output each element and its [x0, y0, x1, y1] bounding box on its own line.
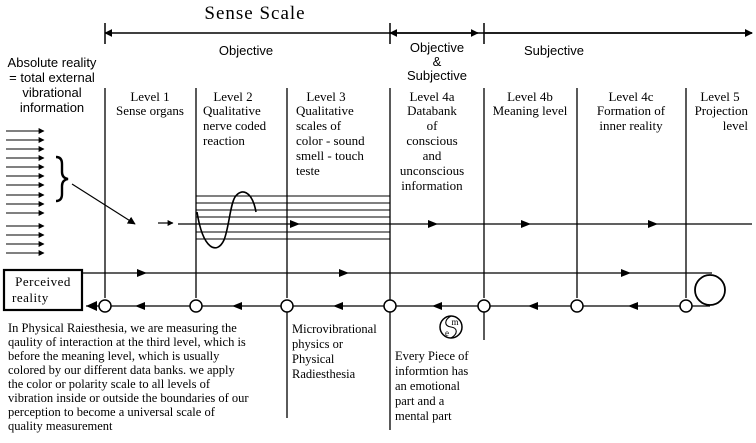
- level-4c-label: Level 4c Formation of inner reality: [597, 89, 666, 133]
- svg-text:an emotional: an emotional: [395, 379, 460, 393]
- svg-text:quality measurement: quality measurement: [8, 419, 113, 433]
- svg-text:scales of: scales of: [296, 118, 342, 133]
- svg-text:Databank: Databank: [407, 103, 457, 118]
- svg-text:physics or: physics or: [292, 337, 344, 351]
- level-3-label: Level 3 Qualitative scales of color - so…: [296, 89, 365, 178]
- svg-text:the color or polarity scale to: the color or polarity scale to all level…: [8, 377, 211, 391]
- microvibrational-note: Microvibrational physics or Physical Rad…: [292, 322, 377, 381]
- level-2-label: Level 2 Qualitative nerve coded reaction: [203, 89, 267, 148]
- intro-line-3: vibrational: [22, 85, 81, 100]
- svg-text:color - sound: color - sound: [296, 133, 365, 148]
- intro-line-1: Absolute reality: [8, 55, 97, 70]
- svg-text:Formation of: Formation of: [597, 103, 666, 118]
- svg-text:Physical: Physical: [292, 352, 335, 366]
- svg-text:Level 4c: Level 4c: [608, 89, 653, 104]
- below-node-dividers: [286, 312, 485, 418]
- svg-text:Every Piece of: Every Piece of: [395, 349, 469, 363]
- svg-text:nerve coded: nerve coded: [203, 118, 267, 133]
- svg-text:Radiesthesia: Radiesthesia: [292, 367, 356, 381]
- incoming-vibration-arrows: [6, 128, 45, 256]
- loop-return-arrow: [86, 301, 97, 311]
- svg-text:mental part: mental part: [395, 409, 452, 423]
- level-4a-label: Level 4a Databank of conscious and uncon…: [400, 89, 464, 193]
- band-mixed-line-3: Subjective: [407, 68, 467, 83]
- perceived-reality-box: [2, 268, 84, 312]
- level-5-label: Level 5 Projection level: [695, 89, 749, 133]
- selection-arrow: [71, 183, 136, 225]
- svg-text:Level 3: Level 3: [306, 89, 345, 104]
- svg-text:smell - touch: smell - touch: [296, 148, 364, 163]
- svg-text:before the meaning level, whic: before the meaning level, which is usual…: [8, 349, 220, 363]
- svg-text:colored by our different data: colored by our different data banks. we …: [8, 363, 236, 377]
- intro-line-4: information: [20, 100, 84, 115]
- svg-text:level: level: [723, 118, 749, 133]
- svg-text:and: and: [423, 148, 442, 163]
- svg-text:information: information: [401, 178, 463, 193]
- svg-text:teste: teste: [296, 163, 320, 178]
- qualitative-scale-staff: [196, 195, 390, 240]
- svg-text:e: e: [445, 328, 449, 338]
- forward-arrowheads: [290, 220, 658, 228]
- svg-text:Microvibrational: Microvibrational: [292, 322, 377, 336]
- svg-text:Level 1: Level 1: [130, 89, 169, 104]
- band-objective: Objective: [219, 43, 273, 58]
- svg-text:vibration inside or outside th: vibration inside or outside the boundari…: [8, 391, 249, 405]
- emotional-mental-note: Every Piece of informtion has an emotion…: [395, 349, 469, 423]
- band-mixed-line-2: &: [433, 54, 442, 69]
- svg-text:unconscious: unconscious: [400, 163, 464, 178]
- band-subjective: Subjective: [524, 43, 584, 58]
- svg-text:inner reality: inner reality: [599, 118, 663, 133]
- svg-text:part and a: part and a: [395, 394, 445, 408]
- svg-text:conscious: conscious: [406, 133, 457, 148]
- svg-text:Qualitative: Qualitative: [203, 103, 261, 118]
- level-4b-label: Level 4b Meaning level: [493, 89, 568, 118]
- svg-text:informtion has: informtion has: [395, 364, 468, 378]
- mental-emotional-symbol: m e: [439, 315, 463, 339]
- loop-end-circle: [694, 274, 726, 306]
- svg-text:m: m: [451, 317, 458, 327]
- svg-text:of: of: [427, 118, 439, 133]
- svg-text:Level 4a: Level 4a: [409, 89, 454, 104]
- grouping-brace: [55, 155, 69, 203]
- svg-text:Level 4b: Level 4b: [507, 89, 553, 104]
- svg-text:perception to become a univers: perception to become a universal scale o…: [8, 405, 216, 419]
- diagram-title: Sense Scale: [204, 3, 305, 24]
- svg-text:reaction: reaction: [203, 133, 245, 148]
- loop-upper-arrowheads: [137, 269, 631, 277]
- wave-signal: [196, 191, 257, 249]
- svg-text:In Physical Raiesthesia, we ar: In Physical Raiesthesia, we are measurin…: [8, 321, 237, 335]
- physical-radiesthesia-note: In Physical Raiesthesia, we are measurin…: [8, 321, 249, 433]
- perceived-line-2: reality: [12, 290, 49, 305]
- svg-text:Level 5: Level 5: [700, 89, 739, 104]
- svg-text:qaulity of interaction at the: qaulity of interaction at the third leve…: [8, 335, 246, 349]
- svg-text:Level 2: Level 2: [213, 89, 252, 104]
- svg-text:Sense organs: Sense organs: [116, 103, 184, 118]
- level-1-label: Level 1 Sense organs: [116, 89, 184, 118]
- level-dividers: [104, 88, 687, 430]
- band-mixed-line-1: Objective: [410, 40, 464, 55]
- intro-line-2: = total external: [9, 70, 95, 85]
- svg-text:Projection: Projection: [695, 103, 749, 118]
- perceived-line-1: Perceived: [15, 274, 71, 289]
- loop-lower-arrowheads: [135, 302, 638, 310]
- svg-text:Meaning level: Meaning level: [493, 103, 568, 118]
- svg-text:Qualitative: Qualitative: [296, 103, 354, 118]
